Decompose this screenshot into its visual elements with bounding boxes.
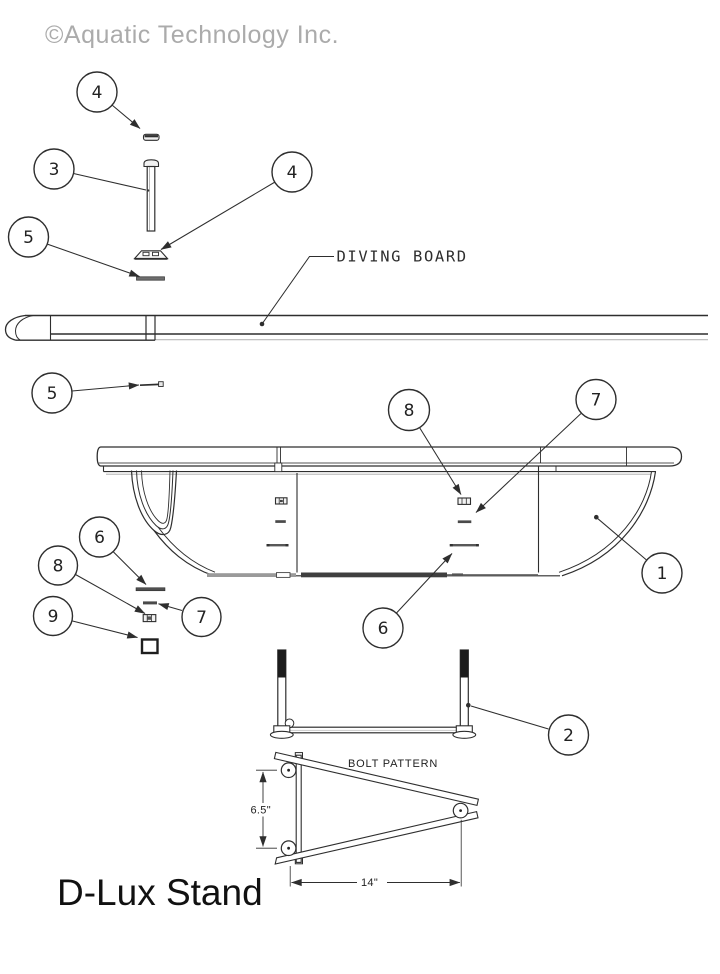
bolt-pattern-drawing: BOLT PATTERN 6.5" 14" (248, 751, 480, 889)
drawing-title: D-Lux Stand (57, 872, 263, 913)
callout-7-left: 7 (181, 596, 222, 638)
callout-2: 2 (547, 714, 590, 756)
mounting-bolt-part (143, 159, 160, 232)
dimension-vertical: 6.5" (248, 769, 278, 849)
callout-8-top: 8 (387, 388, 431, 432)
callout-1: 1 (641, 552, 683, 594)
stand-fasteners-right (449, 497, 479, 547)
svg-text:4: 4 (92, 83, 103, 103)
svg-text:6: 6 (94, 528, 105, 548)
bolt-pattern-label: BOLT PATTERN (348, 758, 438, 770)
callout-6-bottom: 6 (362, 607, 404, 649)
exploded-hardware-lower (72, 551, 183, 655)
set-screw-part (143, 601, 157, 605)
callout-8-left: 8 (37, 545, 79, 586)
bolt-hole-bottom-left (280, 840, 297, 857)
svg-text:7: 7 (591, 391, 602, 411)
svg-text:1: 1 (657, 564, 668, 584)
stand-fasteners-left (266, 497, 289, 547)
svg-text:9: 9 (48, 607, 59, 627)
callout-3: 3 (33, 148, 75, 190)
washer-part (142, 133, 160, 141)
callout-4-top: 4 (76, 71, 118, 113)
svg-text:8: 8 (404, 401, 415, 421)
svg-text:2: 2 (563, 726, 574, 746)
anchor-bar-part (135, 587, 166, 592)
diving-board-label: DIVING BOARD (259, 248, 468, 327)
callout-5-lower: 5 (31, 372, 73, 414)
svg-text:5: 5 (23, 228, 34, 248)
exploded-hardware-top (46, 104, 276, 281)
bolt-hole-top-left (280, 762, 297, 779)
stand-body-drawing (96, 413, 683, 614)
svg-text:3: 3 (49, 160, 60, 180)
pin-part (71, 381, 164, 392)
svg-text:8: 8 (53, 557, 64, 577)
callout-4-right: 4 (271, 151, 313, 193)
dimension-horizontal-text: 14" (361, 877, 378, 889)
wedge-part (133, 250, 169, 260)
svg-text:4: 4 (287, 163, 298, 183)
svg-text:6: 6 (378, 619, 389, 639)
dimension-vertical-text: 6.5" (251, 805, 271, 817)
callout-6-left: 6 (78, 516, 121, 558)
bolt-hole-right (452, 802, 469, 819)
watermark-text: ©Aquatic Technology Inc. (45, 21, 339, 49)
stand-posts-drawing (269, 649, 549, 739)
svg-text:7: 7 (196, 608, 207, 628)
callout-balloons: 4 3 5 4 5 8 7 1 (7, 71, 683, 756)
dimension-horizontal: 14" (289, 819, 462, 889)
square-washer-part (140, 638, 159, 655)
callout-9: 9 (32, 595, 74, 637)
callout-7-top: 7 (575, 378, 617, 421)
diving-board-drawing (4, 314, 708, 341)
nut-part (142, 614, 157, 623)
svg-text:5: 5 (47, 384, 58, 404)
flat-plate-part (136, 276, 165, 281)
diving-board-label-text: DIVING BOARD (337, 248, 468, 266)
callout-5-top: 5 (7, 216, 50, 258)
